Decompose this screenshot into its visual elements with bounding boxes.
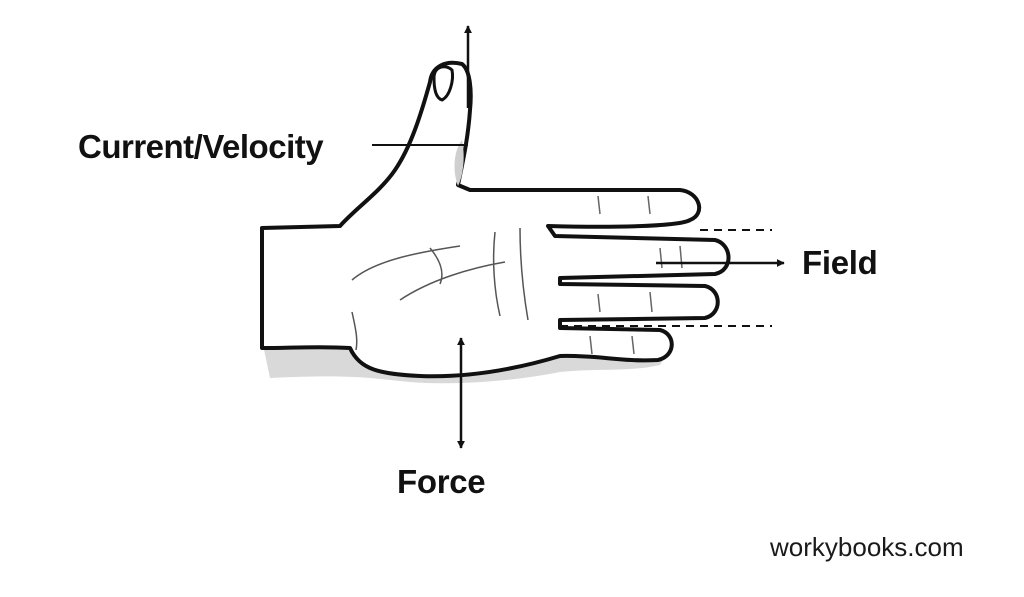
thumb-shadow <box>454 140 464 186</box>
field-label: Field <box>802 244 878 281</box>
palm-lines <box>351 227 529 351</box>
current-velocity-label: Current/Velocity <box>78 128 324 165</box>
finger-creases <box>589 195 683 355</box>
hand-outline <box>260 60 731 379</box>
force-label: Force <box>397 463 486 500</box>
thumbnail <box>432 65 454 102</box>
watermark-text: workybooks.com <box>770 532 964 562</box>
